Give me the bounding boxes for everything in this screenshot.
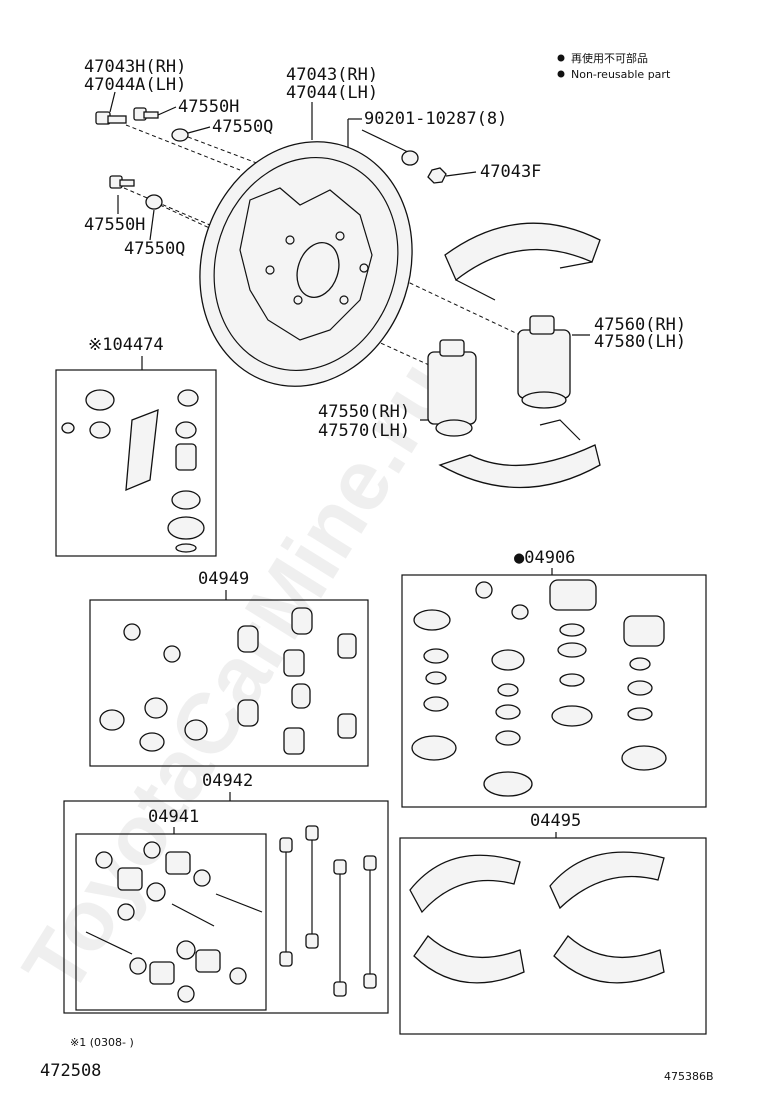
label-47043: 47043(RH): [286, 65, 378, 85]
label-04941: 04941: [148, 807, 199, 827]
legend-jp: 再使用不可部品: [571, 51, 648, 65]
washer-47550Q-top: [171, 128, 189, 142]
label-90201: 90201-10287(8): [364, 109, 507, 129]
label-04495: 04495: [530, 811, 581, 831]
label-47550Q-top: 47550Q: [212, 117, 273, 137]
label-47043H: 47043H(RH): [84, 57, 186, 77]
springs-04942: [279, 825, 377, 997]
legend-dot: [557, 54, 565, 62]
washer-47550Q-bottom: [145, 194, 163, 210]
label-04906: ●04906: [514, 548, 575, 568]
page-code-right: 475386B: [664, 1070, 714, 1083]
box-04941: [75, 833, 267, 1011]
label-47043F: 47043F: [480, 162, 541, 182]
box-04942: [63, 800, 389, 1014]
box-04906: [401, 574, 707, 808]
box-04474: [55, 369, 217, 557]
box-04495: [399, 837, 707, 1035]
label-47580: 47580(LH): [594, 332, 686, 352]
label-47044A: 47044A(LH): [84, 75, 186, 95]
kit-04906-parts: [411, 579, 667, 797]
box-04949: [89, 599, 369, 767]
nut-90201: [401, 150, 419, 166]
footnote: ※1 (0308- ): [70, 1036, 134, 1049]
label-04942: 04942: [202, 771, 253, 791]
page-code-left: 472508: [40, 1061, 101, 1081]
brake-shoe-top: [444, 222, 601, 282]
label-47560: 47560(RH): [594, 315, 686, 335]
nut-47043F: [427, 167, 447, 184]
label-47550H-bottom: 47550H: [84, 215, 145, 235]
bolt-47550H-top: [133, 107, 159, 121]
wheel-cylinder-47550: [427, 339, 477, 437]
kit-04949-parts: [99, 607, 357, 755]
shoe-kit-04495: [409, 851, 665, 984]
backing-plate: [199, 141, 413, 387]
label-47550Q-bottom: 47550Q: [124, 239, 185, 259]
bolt-47043H: [95, 111, 127, 125]
label-04474: ※104474: [88, 335, 164, 355]
kit-04941-parts: [85, 841, 263, 1003]
legend-en: Non-reusable part: [571, 68, 671, 81]
kit-04474-parts: [61, 389, 205, 553]
brake-shoe-bottom: [438, 444, 601, 489]
label-47044: 47044(LH): [286, 83, 378, 103]
wheel-cylinder-47560: [517, 315, 571, 409]
label-04949: 04949: [198, 569, 249, 589]
legend-dot-2: [557, 70, 565, 78]
label-47570: 47570(LH): [318, 421, 410, 441]
label-47550: 47550(RH): [318, 402, 410, 422]
label-47550H-top: 47550H: [178, 97, 239, 117]
bolt-47550H-bottom: [109, 175, 135, 189]
